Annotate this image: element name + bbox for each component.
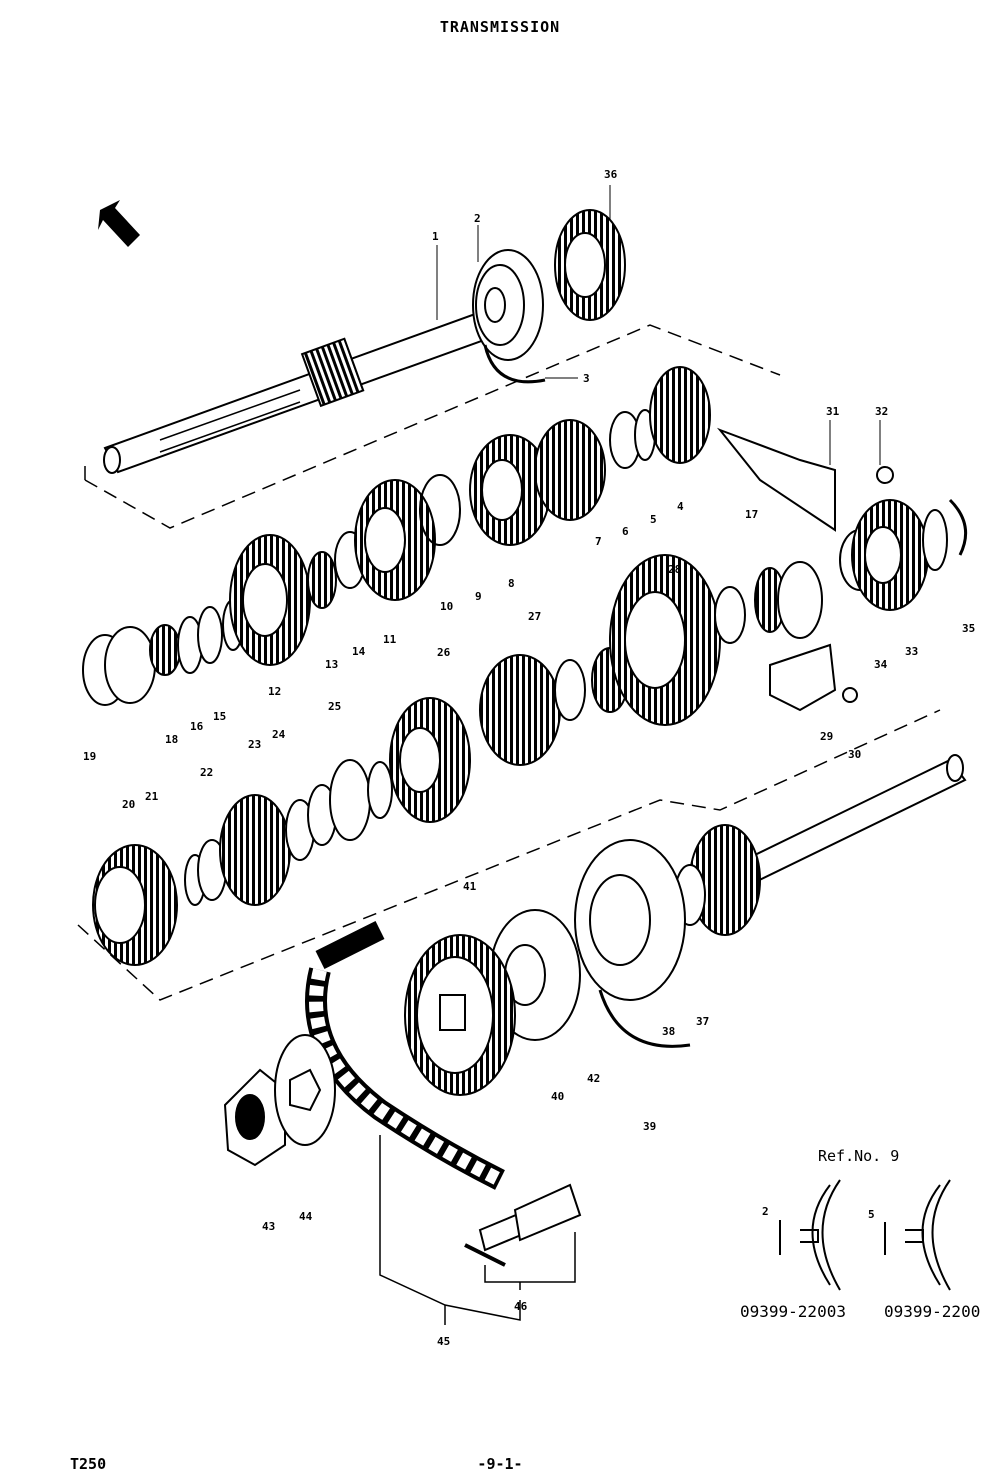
bracket-31 [716,427,836,532]
callout-10: 10 [440,600,453,613]
callout-31: 31 [826,405,840,418]
callout-38: 38 [662,1025,675,1038]
callout-44: 44 [299,1210,313,1223]
chain-45 [305,921,505,1190]
callout-15: 15 [213,710,226,723]
callout-36: 36 [604,168,618,181]
callout-21: 21 [145,790,159,803]
callout-23: 23 [248,738,261,751]
plate-29 [769,643,837,712]
callout-25: 25 [328,700,341,713]
circlip-39 [598,989,691,1048]
ref-washer-sketches [779,1179,951,1291]
callout-numbers: 1 2 3 4 5 6 7 8 9 10 11 12 13 14 15 16 1… [83,168,975,1348]
callout-2: 2 [474,212,481,225]
callout-41: 41 [463,880,477,893]
ref-dim-2: 2 [762,1205,769,1218]
callout-37: 37 [696,1015,709,1028]
callout-leaders [436,185,881,465]
callout-1: 1 [432,230,439,243]
lower-assembly-outline [77,709,941,1001]
callout-17: 17 [745,508,758,521]
screw-30 [842,687,858,703]
ref-note-label: Ref.No. 9 [818,1147,900,1165]
page-number: -9-1- [477,1455,523,1473]
screw-32 [876,466,894,484]
callout-46: 46 [514,1300,528,1313]
callout-35: 35 [962,622,975,635]
callout-4: 4 [677,500,684,513]
callout-7: 7 [595,535,602,548]
sprocket-41 [404,934,516,1096]
bearing-2 [472,249,544,361]
counter-gear-cluster [82,366,711,706]
callout-45: 45 [437,1335,450,1348]
main-shaft [103,303,514,474]
callout-12: 12 [268,685,281,698]
washer-44 [274,1034,336,1146]
callout-20: 20 [122,798,135,811]
callout-42: 42 [587,1072,600,1085]
callout-30: 30 [848,748,861,761]
callout-24: 24 [272,728,286,741]
callout-5: 5 [650,513,657,526]
callout-19: 19 [83,750,96,763]
callout-29: 29 [820,730,833,743]
lower-gear-row [92,554,823,966]
upper-assembly-outline [84,324,781,529]
master-link-46 [464,1183,582,1267]
drive-shaft [489,754,967,1041]
callout-8: 8 [508,577,515,590]
part-number-2: 09399-2200 [884,1302,981,1321]
part-number-1: 09399-22003 [740,1302,846,1321]
callout-14: 14 [352,645,366,658]
callout-11: 11 [383,633,397,646]
callout-6: 6 [622,525,629,538]
callout-16: 16 [190,720,204,733]
callout-26: 26 [437,646,451,659]
callout-34: 34 [874,658,888,671]
nut-43 [223,1068,286,1167]
gear-33-group [839,498,968,611]
circlip-3 [483,344,546,384]
ref-dim-5: 5 [868,1208,875,1221]
callout-40: 40 [551,1090,564,1103]
callout-39: 39 [643,1120,656,1133]
callout-32: 32 [875,405,888,418]
callout-22: 22 [200,766,213,779]
callout-9: 9 [475,590,482,603]
callout-13: 13 [325,658,338,671]
callout-33: 33 [905,645,918,658]
gear-36 [554,209,626,321]
model-code: T250 [70,1455,107,1473]
leader-brackets [379,1135,576,1325]
callout-28: 28 [668,563,681,576]
page-title: TRANSMISSION [439,18,561,36]
callout-3: 3 [583,372,590,385]
callout-43: 43 [262,1220,275,1233]
callout-18: 18 [165,733,178,746]
callout-27: 27 [528,610,541,623]
direction-arrow-icon [98,200,140,247]
